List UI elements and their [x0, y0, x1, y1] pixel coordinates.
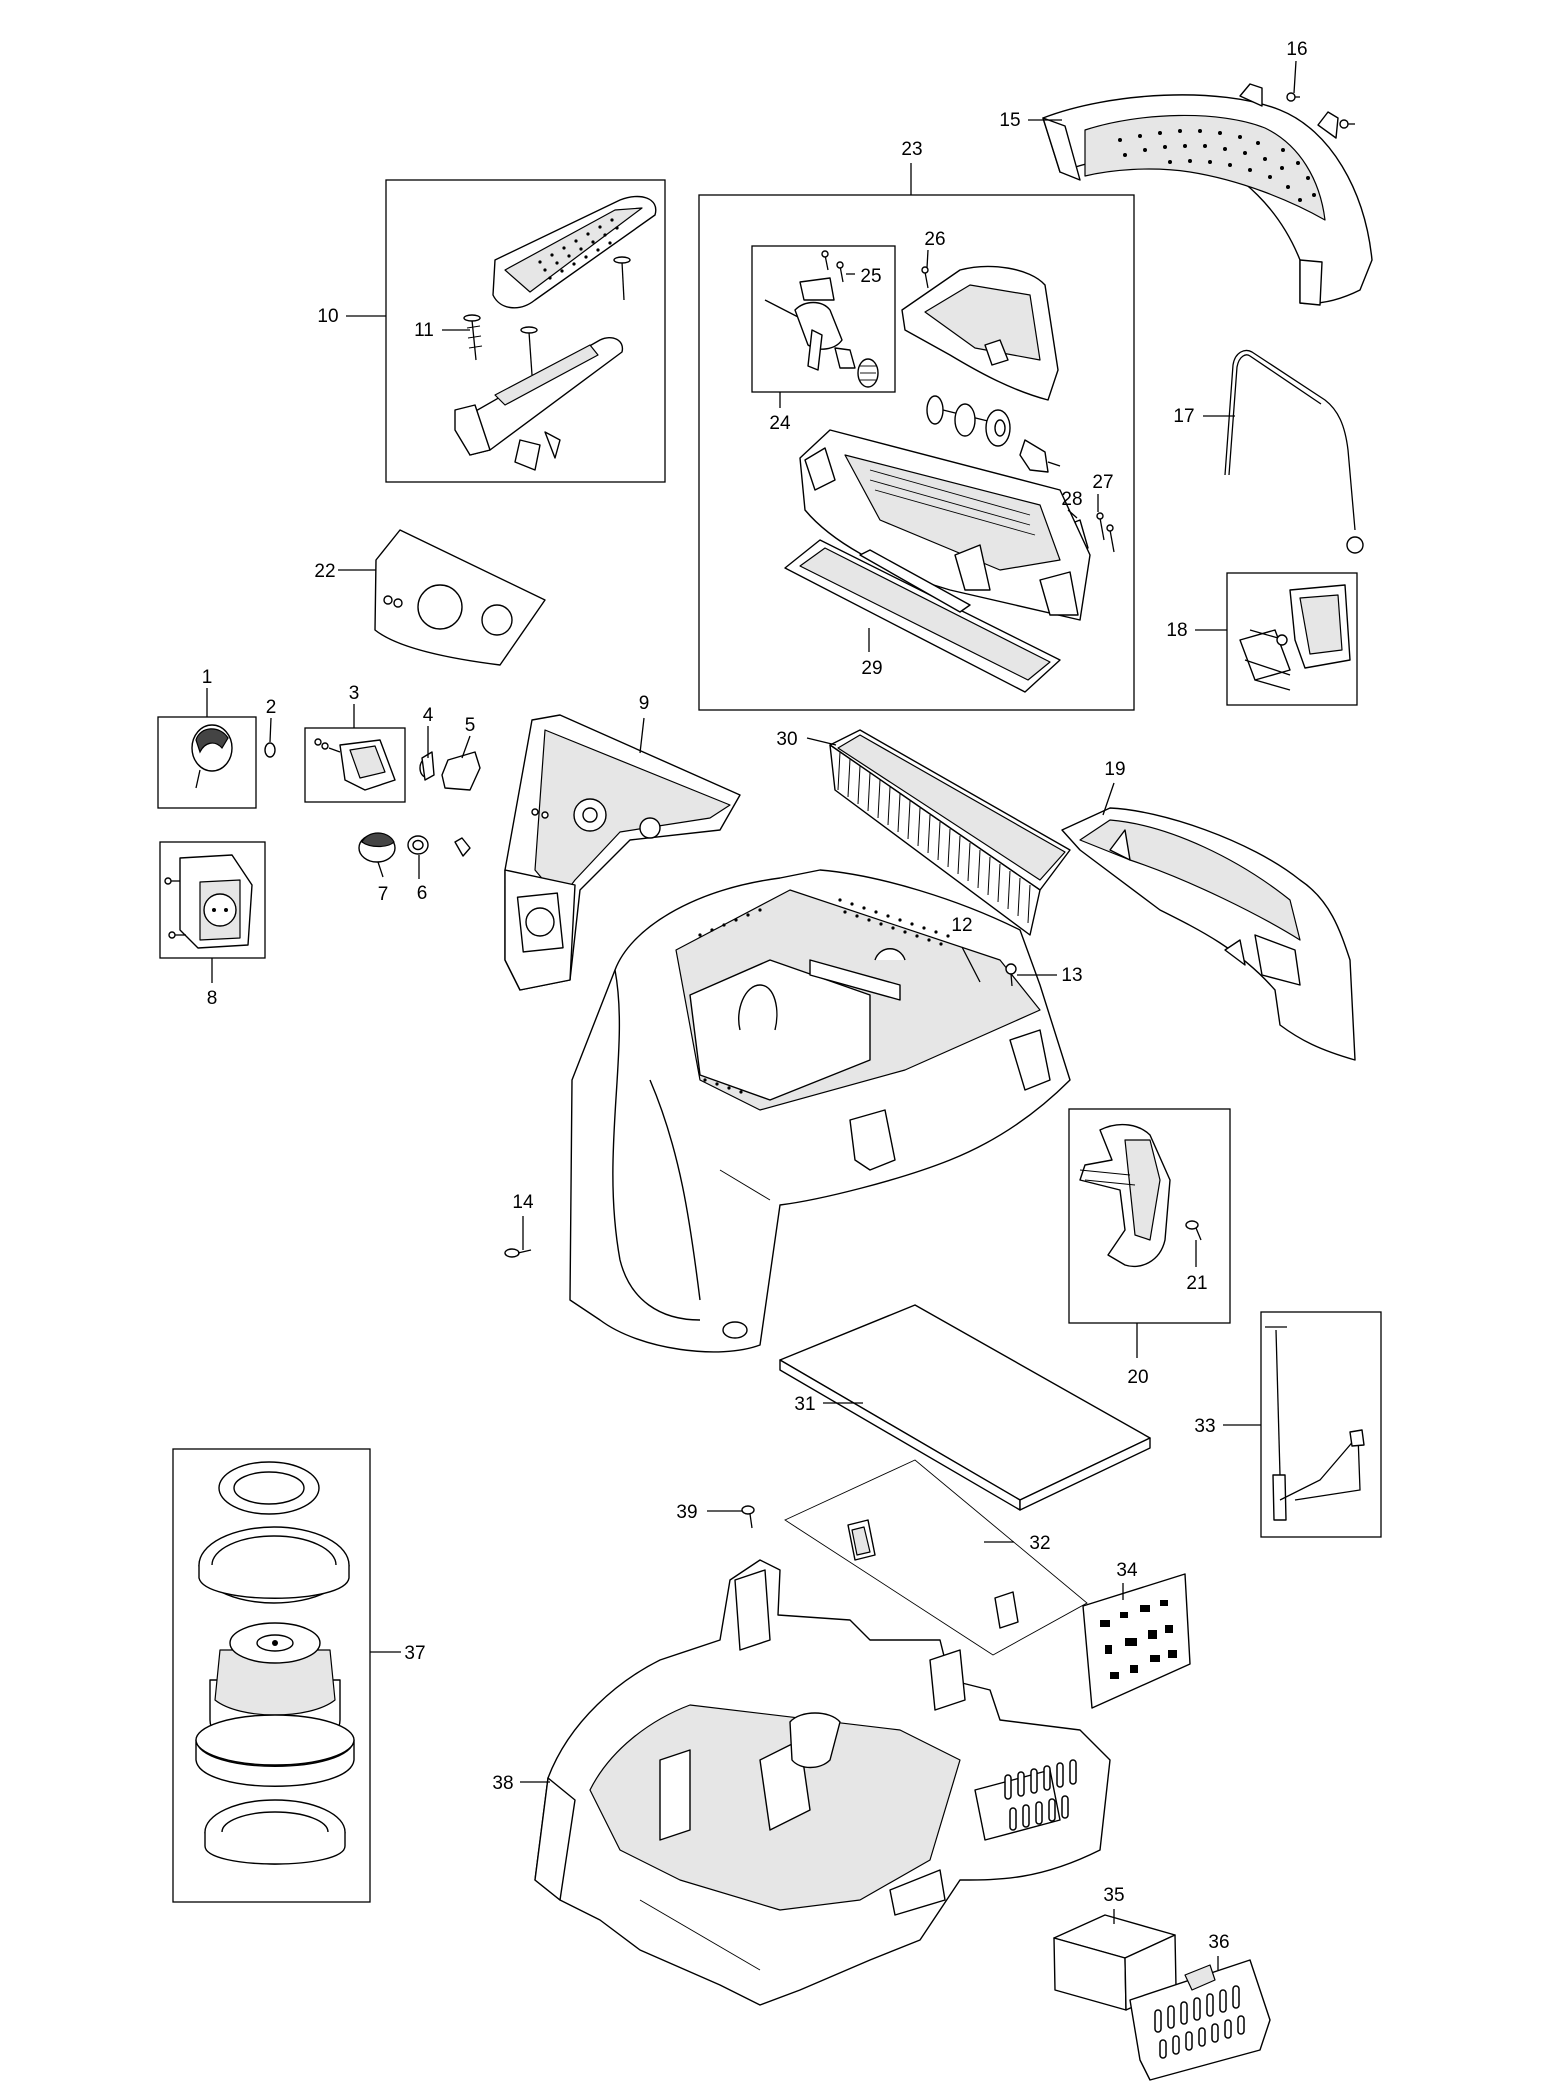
- label-21: 21: [1186, 1273, 1207, 1294]
- label-16: 16: [1286, 39, 1307, 60]
- label-24: 24: [769, 413, 791, 434]
- label-6: 6: [417, 883, 428, 904]
- label-39: 39: [676, 1502, 697, 1523]
- part-23-parts: [784, 395, 1115, 693]
- leader-lines: [206, 60, 1297, 1970]
- label-34: 34: [1116, 1560, 1138, 1581]
- part-3-switch: [314, 738, 396, 791]
- part-33-sensor-rod: [1265, 1326, 1365, 1521]
- label-26: 26: [924, 229, 945, 250]
- label-30: 30: [776, 729, 797, 750]
- label-22: 22: [314, 561, 335, 582]
- group-box-37: [172, 1448, 371, 1903]
- part-number-labels: 1 2 3 4 5 6 7 8 9 10 11 12 13 14 15 16 1…: [202, 39, 1308, 1953]
- label-7: 7: [378, 884, 389, 905]
- part-21-screw: [1185, 1220, 1202, 1241]
- part-19-side-cover: [1061, 807, 1356, 1061]
- label-37: 37: [404, 1643, 425, 1664]
- label-1: 1: [202, 667, 213, 688]
- part-6-o-ring: [407, 835, 429, 855]
- label-29: 29: [861, 658, 882, 679]
- label-17: 17: [1173, 406, 1194, 427]
- part-18-latch: [1239, 584, 1351, 691]
- label-18: 18: [1166, 620, 1187, 641]
- label-15: 15: [999, 110, 1020, 131]
- label-9: 9: [639, 693, 650, 714]
- label-20: 20: [1127, 1367, 1148, 1388]
- label-4: 4: [423, 705, 434, 726]
- part-24-valve: [764, 277, 879, 388]
- group-box-10: [385, 179, 666, 483]
- part-8-socket: [164, 854, 253, 949]
- label-33: 33: [1194, 1416, 1215, 1437]
- label-32: 32: [1029, 1533, 1050, 1554]
- label-28: 28: [1061, 489, 1082, 510]
- group-box-23: [698, 194, 1135, 711]
- part-38-base-housing: [534, 1559, 1111, 2006]
- part-36-vent-grille: [1129, 1959, 1271, 2081]
- part-31-plate: [779, 1304, 1151, 1511]
- label-11: 11: [414, 320, 434, 341]
- part-30-filter: [829, 729, 1071, 936]
- label-14: 14: [512, 1192, 534, 1213]
- label-19: 19: [1104, 759, 1125, 780]
- part-12-main-housing: [569, 869, 1071, 1353]
- label-27: 27: [1092, 472, 1113, 493]
- part-1-knob: [191, 724, 233, 789]
- part-16-screws: [1286, 92, 1355, 129]
- label-13: 13: [1061, 965, 1082, 986]
- part-26-housing: [901, 265, 1059, 401]
- part-17-wire-bail: [1224, 349, 1364, 554]
- part-39-screw: [741, 1505, 755, 1529]
- label-8: 8: [207, 988, 218, 1009]
- part-9-control-panel: [504, 714, 741, 991]
- group-box-24: [751, 245, 896, 393]
- label-23: 23: [901, 139, 922, 160]
- part-22-label-panel: [374, 529, 546, 666]
- label-5: 5: [465, 715, 476, 736]
- group-box-3: [304, 727, 406, 803]
- label-10: 10: [317, 306, 338, 327]
- part-2-ring: [264, 742, 276, 758]
- part-15-grille-cover: [1042, 83, 1373, 306]
- group-box-18: [1226, 572, 1358, 706]
- part-25-screws: [821, 250, 844, 283]
- label-38: 38: [492, 1773, 513, 1794]
- part-10-handle: [454, 195, 657, 471]
- part-35-block: [1053, 1914, 1177, 2011]
- label-3: 3: [349, 683, 360, 704]
- group-box-20: [1068, 1108, 1231, 1324]
- part-13-screw: [1005, 963, 1017, 987]
- part-7-cap: [358, 832, 471, 863]
- label-2: 2: [266, 697, 277, 718]
- label-25: 25: [860, 266, 881, 287]
- part-5-bracket: [441, 751, 481, 791]
- part-20-side-handle: [1079, 1123, 1171, 1267]
- label-36: 36: [1208, 1932, 1229, 1953]
- label-35: 35: [1103, 1885, 1124, 1906]
- part-37-motor-assembly: [195, 1461, 355, 1865]
- label-31: 31: [794, 1394, 815, 1415]
- part-32-parts: [784, 1459, 1088, 1656]
- part-14-screw: [504, 1248, 532, 1258]
- label-12: 12: [951, 915, 972, 936]
- part-4-connector: [419, 751, 435, 781]
- part-34-circuit-board: [1082, 1573, 1191, 1709]
